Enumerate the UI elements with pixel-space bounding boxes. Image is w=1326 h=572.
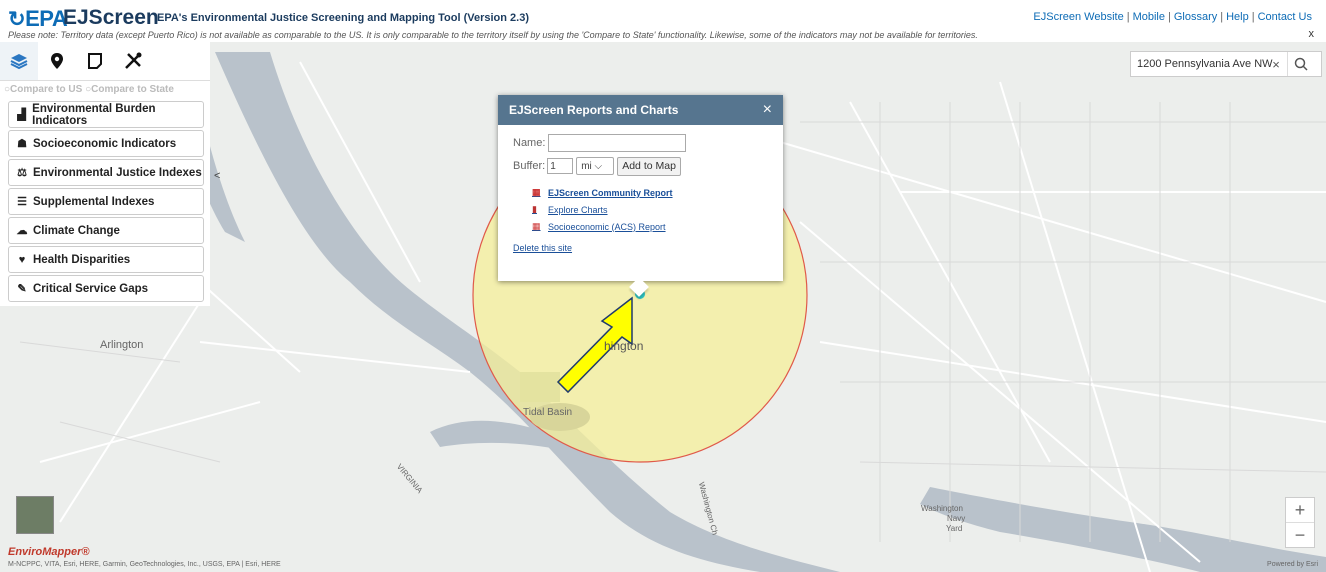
name-label: Name: (513, 137, 546, 149)
panel-tabs (0, 42, 210, 81)
menu-label: Critical Service Gaps (33, 282, 149, 295)
menu-ej-indexes[interactable]: ⚖ Environmental Justice Indexes (8, 159, 204, 186)
compare-us-radio[interactable]: ○ (4, 84, 11, 95)
map-label-washington-navy: Washington (921, 504, 963, 513)
zoom-out-button[interactable]: − (1286, 522, 1314, 547)
scales-icon: ⚖ (17, 167, 27, 179)
map-label-yard: Yard (946, 524, 963, 533)
reports-popup: EJScreen Reports and Charts × Name: Buff… (498, 95, 783, 281)
menu-label: Climate Change (33, 224, 120, 237)
delete-site-link[interactable]: Delete this site (513, 243, 573, 253)
search-button[interactable] (1287, 52, 1314, 76)
link-label: EJScreen Community Report (548, 187, 673, 198)
compare-state-label: Compare to State (91, 84, 174, 95)
map-attribution: M-NCPPC, VITA, Esri, HERE, Garmin, GeoTe… (8, 561, 281, 568)
wrench-icon: ✎ (17, 283, 27, 295)
menu-critical-service-gaps[interactable]: ✎ Critical Service Gaps (8, 275, 204, 302)
popup-title: EJScreen Reports and Charts (509, 103, 679, 117)
menu-label: Supplemental Indexes (33, 195, 155, 208)
clear-search-button[interactable]: × (1272, 56, 1280, 72)
zoom-in-button[interactable]: + (1294, 500, 1306, 520)
link-contact-us[interactable]: Contact Us (1257, 11, 1312, 23)
explore-charts-link[interactable]: ▮ Explore Charts (532, 201, 783, 218)
zoom-control: + − (1285, 497, 1315, 548)
compare-state-radio[interactable]: ○ (85, 84, 92, 95)
top-links: EJScreen Website|Mobile|Glossary|Help|Co… (1033, 11, 1312, 23)
collapse-panel-button[interactable]: < (214, 170, 221, 182)
site-name-input[interactable] (548, 134, 687, 152)
tab-notes[interactable] (76, 42, 114, 80)
tab-places[interactable] (38, 42, 76, 80)
add-to-map-button[interactable]: Add to Map (617, 156, 681, 176)
link-mobile[interactable]: Mobile (1132, 11, 1165, 23)
compare-us-label: Compare to US (10, 84, 83, 95)
popup-header: EJScreen Reports and Charts × (498, 95, 783, 125)
menu-label: Health Disparities (33, 253, 131, 266)
search-icon (1294, 57, 1308, 71)
menu-socioeconomic[interactable]: ☗ Socioeconomic Indicators (8, 130, 204, 157)
unit-value: mi (581, 161, 592, 172)
arrow-to-site-marker (556, 296, 633, 394)
link-help[interactable]: Help (1226, 11, 1249, 23)
search-input[interactable]: 1200 Pennsylvania Ave NW (1137, 58, 1273, 70)
people-icon: ☗ (17, 138, 27, 150)
community-report-link[interactable]: ▦ EJScreen Community Report (532, 184, 783, 201)
heart-icon: ♥ (18, 253, 26, 266)
pdf-icon: ▦ (532, 187, 541, 197)
menu-supplemental-indexes[interactable]: ☰ Supplemental Indexes (8, 188, 204, 215)
note-icon (88, 53, 102, 69)
list-icon: ☰ (17, 196, 27, 208)
link-label: Explore Charts (548, 204, 608, 215)
factory-icon: ▟ (17, 109, 26, 121)
acs-report-link[interactable]: ▦ Socioeconomic (ACS) Report (532, 218, 783, 235)
map-label-arlington: Arlington (100, 339, 144, 351)
header: ↻EPA EJScreen EPA's Environmental Justic… (0, 0, 1326, 42)
epa-logo[interactable]: ↻EPA (8, 6, 68, 31)
left-panel: ○Compare to US ○Compare to State ▟Enviro… (0, 42, 210, 306)
map-label-tidal-basin: Tidal Basin (523, 407, 573, 418)
basemap-toggle[interactable] (16, 496, 54, 534)
tab-layers[interactable] (0, 42, 38, 80)
layers-icon (10, 54, 28, 70)
bar-chart-icon: ▮ (532, 204, 537, 214)
buffer-label: Buffer: (513, 160, 546, 172)
buffer-unit-select[interactable]: mi ⌵ (576, 157, 615, 175)
app-name: EJScreen (63, 6, 159, 29)
menu-label: Environmental Justice Indexes (33, 166, 202, 179)
territory-notice: Please note: Territory data (except Puer… (8, 30, 978, 40)
popup-close-button[interactable]: × (762, 101, 772, 118)
link-glossary[interactable]: Glossary (1173, 11, 1218, 23)
menu-label: Environmental Burden Indicators (32, 102, 156, 127)
map-label-washington: hington (604, 339, 644, 353)
link-ejscreen-website[interactable]: EJScreen Website (1033, 11, 1124, 23)
menu-label: Socioeconomic Indicators (33, 137, 177, 150)
map-label-navy: Navy (947, 514, 966, 523)
notice-close-button[interactable]: x (1308, 28, 1315, 40)
menu-environmental-burden[interactable]: ▟ Environmental Burden Indicators (8, 101, 204, 128)
climate-icon: ☁ (16, 225, 28, 237)
buffer-distance-input[interactable]: 1 (547, 158, 574, 174)
map-pin-icon (51, 53, 63, 69)
powered-by-esri[interactable]: Powered by Esri (1267, 561, 1318, 568)
compare-options: ○Compare to US ○Compare to State (0, 81, 210, 99)
menu-climate-change[interactable]: ☁ Climate Change (8, 217, 204, 244)
tools-icon (125, 52, 142, 69)
enviromapper-logo: EnviroMapper® (8, 546, 90, 558)
address-search: 1200 Pennsylvania Ave NW × (1130, 51, 1322, 77)
pdf-icon: ▦ (532, 221, 541, 231)
menu-health-disparities[interactable]: ♥ Health Disparities (8, 246, 204, 273)
app-subtitle: EPA's Environmental Justice Screening an… (157, 12, 530, 24)
tab-tools[interactable] (114, 42, 152, 80)
link-label: Socioeconomic (ACS) Report (548, 221, 666, 232)
popup-body: Name: Buffer: 1 mi ⌵ Add to Map ▦ EJScree… (498, 125, 783, 253)
